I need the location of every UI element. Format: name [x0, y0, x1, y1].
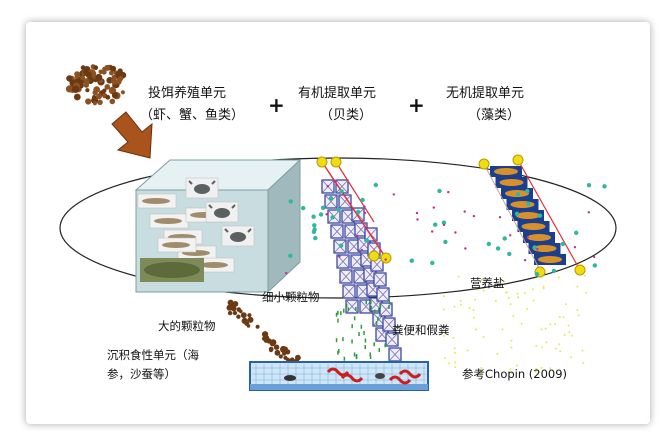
plus-sign-2: + [408, 93, 425, 117]
inorganic-unit-title: 无机提取单元 [446, 86, 525, 101]
seaweed-rope-icon [478, 154, 586, 278]
inorganic-unit-subtitle: （藻类） [468, 108, 521, 123]
plus-sign-1: + [268, 93, 285, 117]
large-particle-dots [226, 299, 301, 369]
feed-pellets-icon [65, 64, 127, 106]
shellfish-nets-icon [316, 156, 402, 362]
feces-label: 粪便和假粪 [392, 323, 450, 337]
deposit-unit-line2: 参，沙蚕等） [107, 367, 176, 381]
fed-unit-title: 投饵养殖单元 [148, 86, 227, 101]
feed-arrow-icon [111, 111, 153, 159]
citation: 参考Chopin (2009) [462, 367, 568, 381]
organic-unit-subtitle: （贝类） [320, 108, 373, 123]
nutrient-dots [285, 182, 607, 375]
deposit-unit-line1: 沉积食性单元（海 [107, 348, 199, 362]
fed-unit-subtitle: （虾、蟹、鱼类） [140, 108, 245, 123]
fish-tank-icon [134, 158, 302, 294]
fine-particles-label: 细小颗粒物 [262, 290, 320, 304]
deposit-feeder-tray-icon [249, 361, 429, 391]
nutrients-label: 营养盐 [470, 276, 505, 290]
large-particles-label: 大的颗粒物 [158, 319, 216, 333]
organic-unit-title: 有机提取单元 [298, 86, 377, 101]
